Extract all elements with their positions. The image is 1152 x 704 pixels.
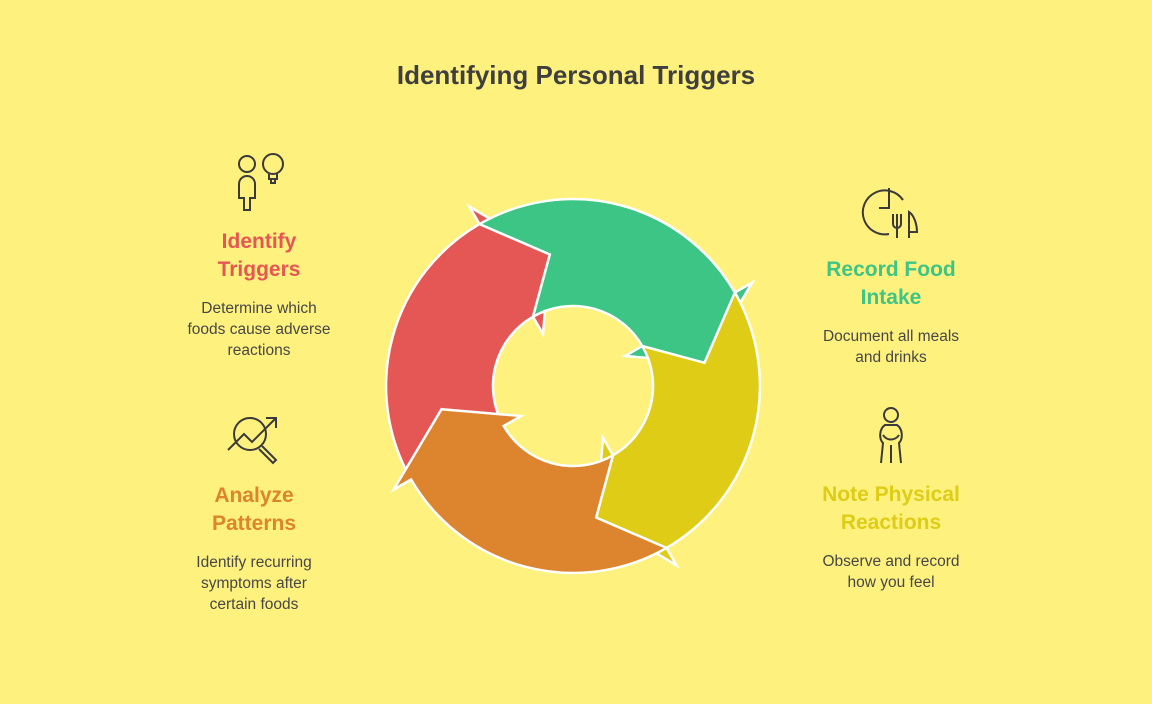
step-description: how you feel	[847, 574, 935, 591]
step-description: Identify recurring	[196, 554, 312, 571]
step-description: certain foods	[209, 596, 299, 613]
step-description: symptoms after	[201, 575, 307, 592]
step-title: Note Physical	[822, 483, 960, 506]
step-description: Determine which	[201, 300, 317, 317]
step-title: Identify	[221, 230, 297, 253]
person-holding-stomach-icon	[879, 407, 903, 464]
step-description: and drinks	[855, 349, 927, 366]
step-title: Patterns	[211, 512, 297, 535]
step-description: reactions	[227, 342, 291, 359]
step-title: Record Food	[826, 258, 956, 281]
step-title: Analyze	[214, 484, 294, 507]
arrow-analyze-patterns	[390, 407, 670, 575]
step-title: Intake	[860, 286, 922, 309]
person-lightbulb-icon	[238, 153, 284, 211]
step-description: foods cause adverse	[187, 321, 331, 338]
step-title: Triggers	[217, 258, 301, 281]
step-title: Reactions	[840, 511, 942, 534]
arrow-record-food-intake	[476, 197, 756, 365]
clock-fork-knife-icon	[861, 188, 919, 238]
arrow-identify-triggers	[384, 203, 552, 483]
diagram-title: Identifying Personal Triggers	[396, 60, 756, 90]
arrow-note-physical-reactions	[594, 289, 762, 569]
step-description: Document all meals	[822, 328, 960, 345]
step-description: Observe and record	[822, 553, 960, 570]
magnifier-trend-icon	[227, 417, 278, 465]
